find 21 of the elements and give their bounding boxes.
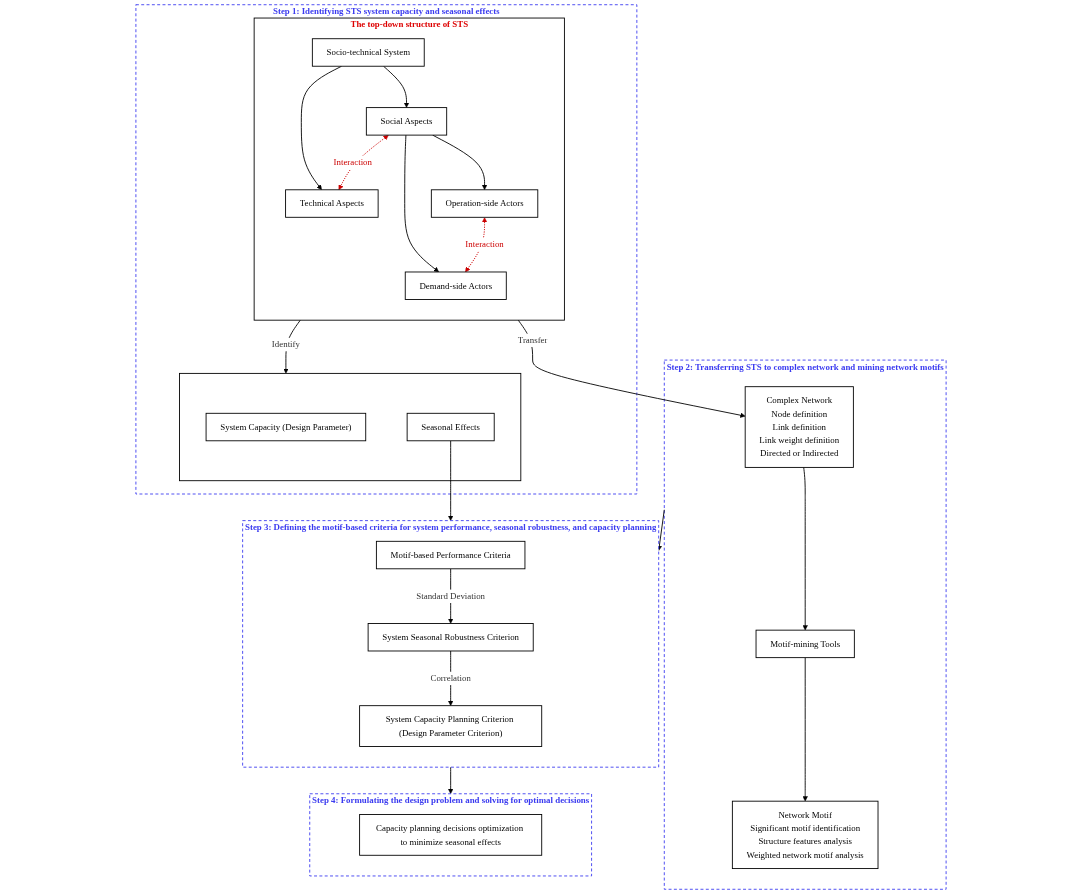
node-box: Social Aspects: [365, 107, 448, 136]
edge-label: Interaction: [333, 157, 372, 168]
edge-label: Interaction: [465, 239, 504, 250]
edge-label: Identify: [271, 339, 300, 350]
node-box: System Seasonal Robustness Criterion: [367, 623, 534, 652]
node-box: Socio-technical System: [311, 38, 425, 67]
node-box: Complex Network Node definition Link definition Link weight definition Directed or Indirected: [744, 386, 854, 468]
node-box: System Capacity (Design Parameter): [205, 412, 367, 442]
node-box: Capacity planning decisions optimization to minimize seasonal effects: [359, 814, 543, 856]
node-box: Network Motif Significant motif identification Structure features analysis Weighted network motif analysis: [731, 800, 879, 870]
edge-label: Correlation: [430, 673, 471, 683]
node-box: Motif-mining Tools: [755, 629, 855, 659]
node-box: Demand-side Actors: [404, 271, 507, 300]
edge-label: Standard Deviation: [416, 591, 486, 601]
node-box: Motif-based Performance Criteria: [375, 540, 526, 570]
cluster: [179, 372, 522, 482]
edge-label: Transfer: [517, 335, 548, 345]
node-box: Seasonal Effects: [406, 412, 495, 442]
node-box: System Capacity Planning Criterion (Design Parameter Criterion): [359, 705, 543, 747]
node-box: Technical Aspects: [285, 189, 379, 218]
node-box: Operation-side Actors: [430, 189, 539, 218]
